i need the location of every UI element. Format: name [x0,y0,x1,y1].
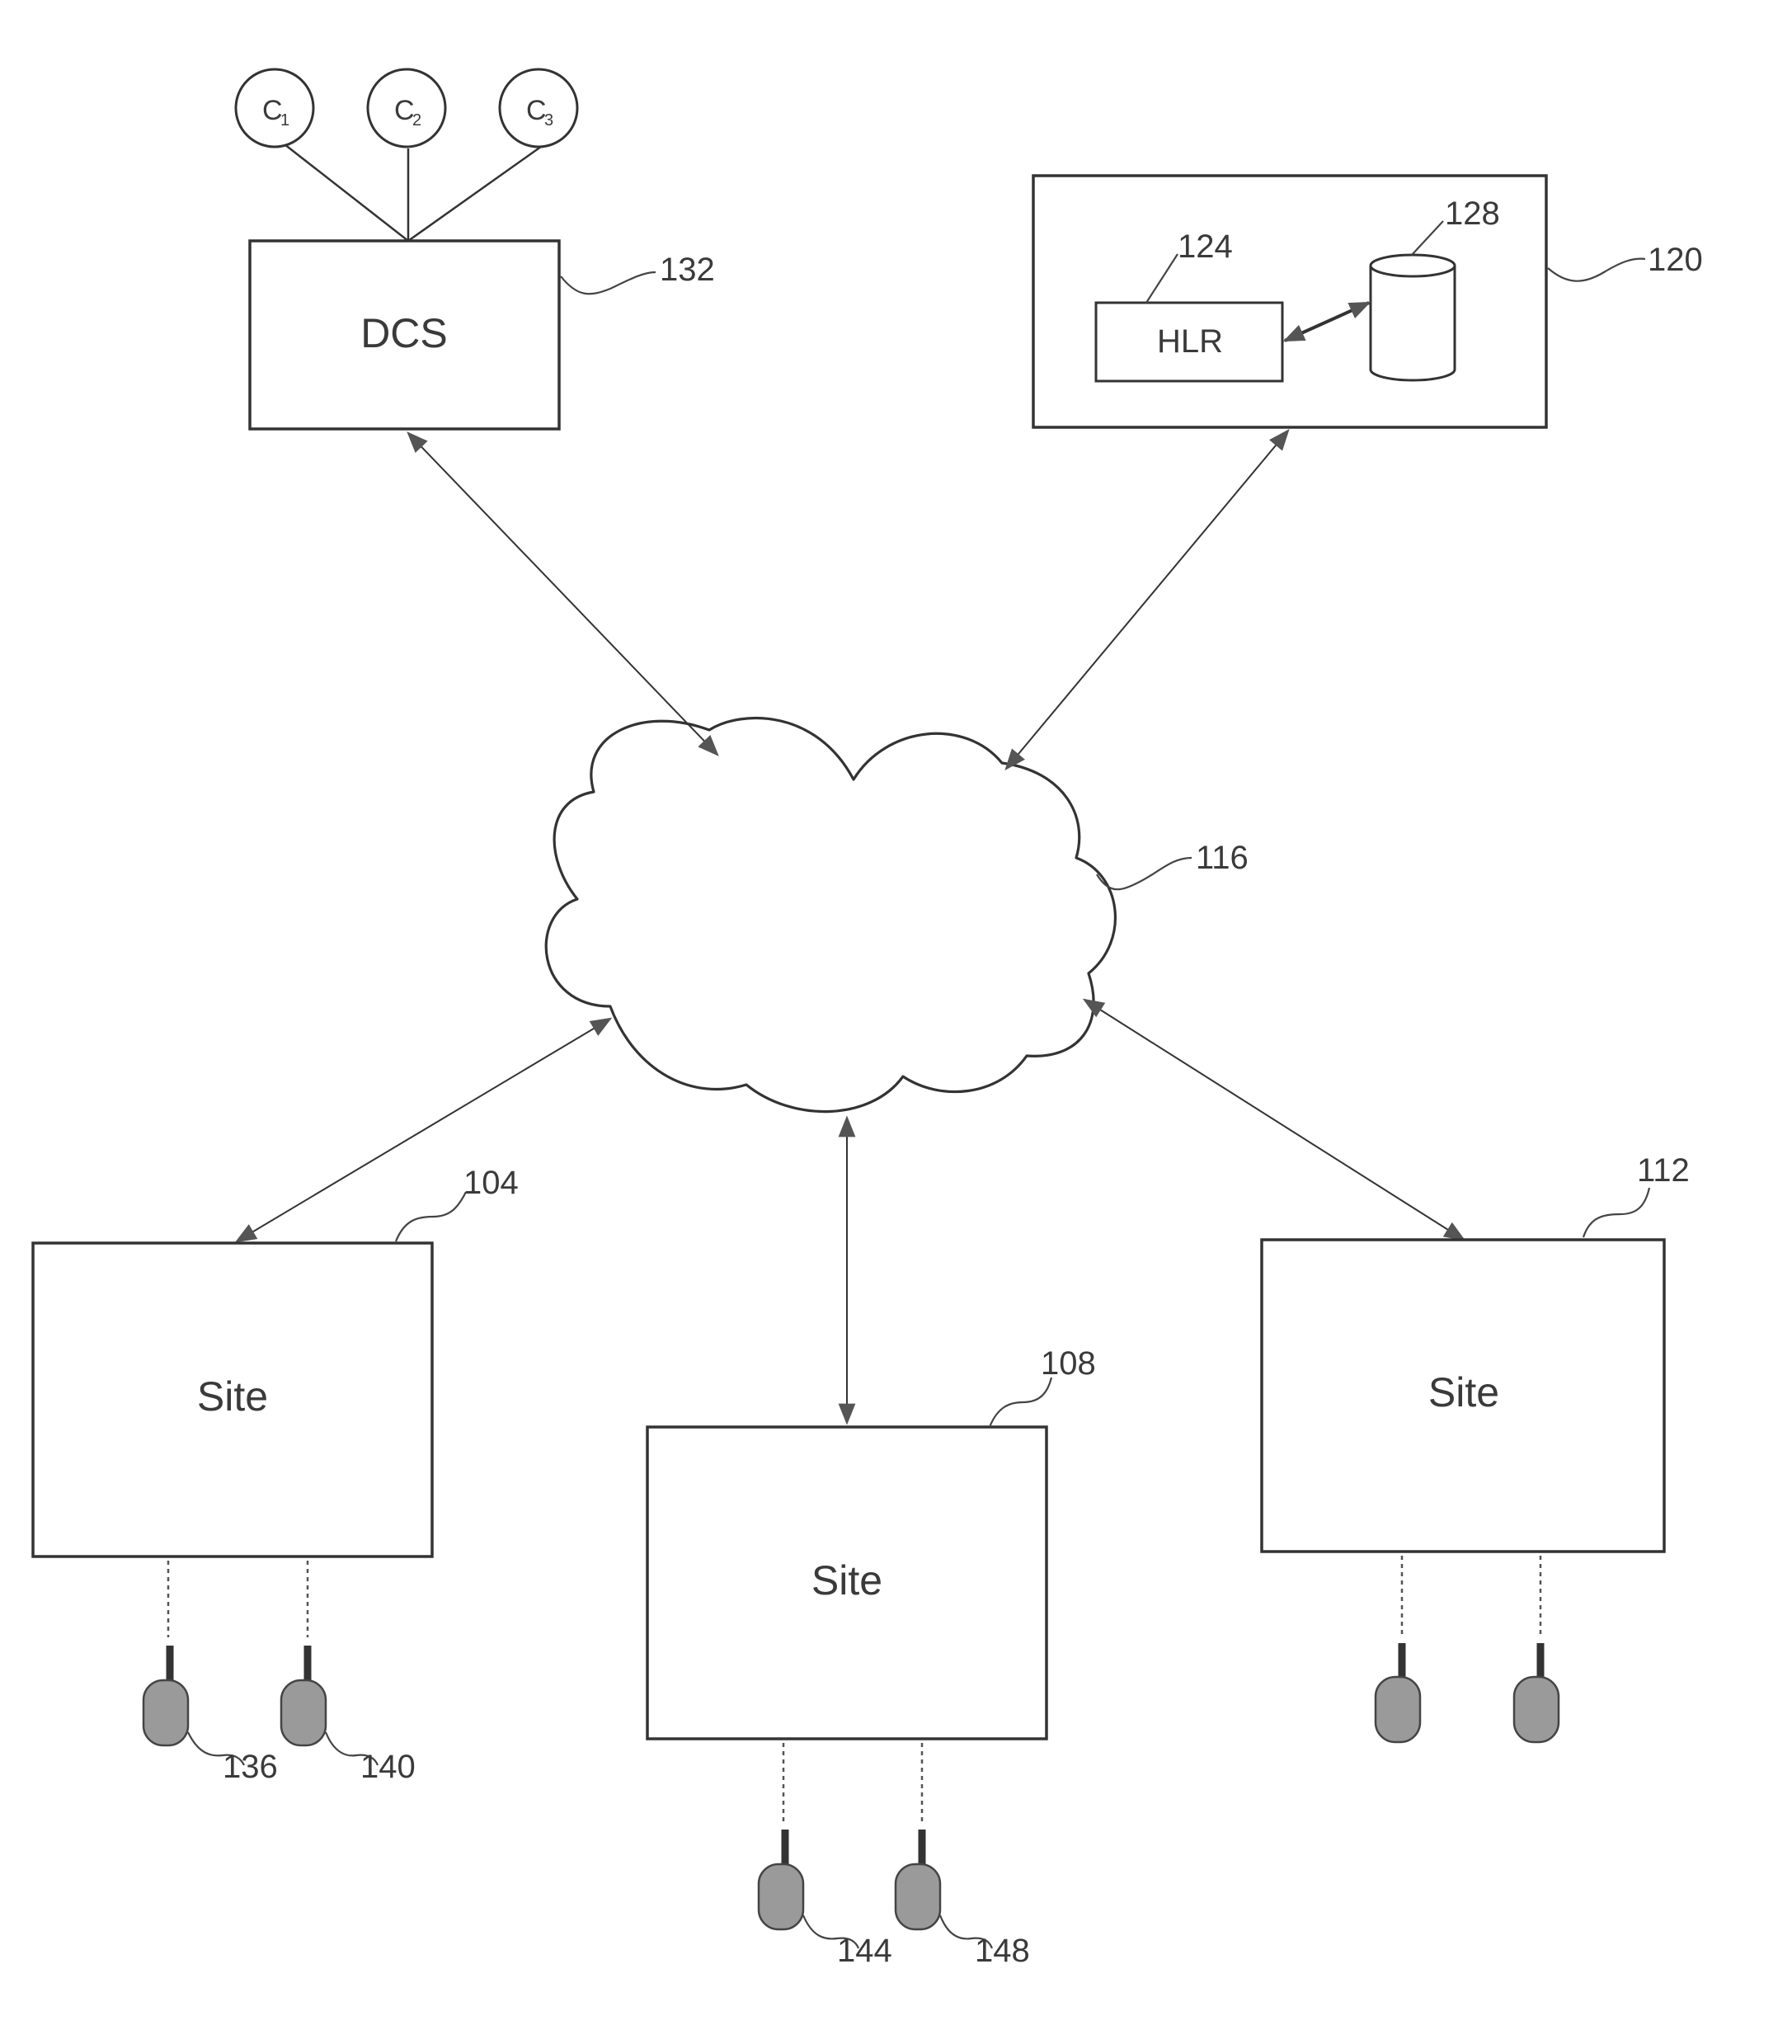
database-icon [1371,255,1455,380]
dcs-ref: 132 [660,252,715,288]
radio-144-icon [759,1830,803,1929]
hlr-box: HLR [1096,303,1282,381]
radio-136-ref: 136 [223,1749,278,1785]
home-system-ref-leader [1548,259,1645,281]
site-112: Site [1262,1240,1664,1552]
site-108-ref-leader [990,1378,1051,1427]
network-ref-leader [1097,858,1192,889]
link-home-network [1006,431,1288,769]
site-104-label: Site [197,1373,268,1420]
site-104: Site [33,1243,432,1557]
radio-144-ref: 144 [837,1933,892,1969]
radio-140-icon [281,1646,326,1745]
radio-148-icon [896,1830,940,1929]
site-108-label: Site [811,1557,882,1604]
db-ref: 128 [1445,195,1500,232]
client-c1-letter: C [262,95,283,126]
client-lines [285,144,544,241]
radio-148-ref: 148 [975,1933,1030,1969]
dcs-label: DCS [360,310,448,356]
dcs-box: DCS [250,241,559,429]
site-112-ref: 112 [1637,1152,1690,1189]
client-c3: C 3 [500,69,577,147]
hlr-label: HLR [1157,323,1223,360]
site-104-ref-leader [396,1192,466,1241]
radio-140-ref: 140 [360,1749,416,1785]
client-c1: C 1 [236,69,313,147]
dcs-ref-leader [561,272,656,294]
client-c3-letter: C [526,95,547,126]
network-cloud [546,718,1115,1112]
link-dcs-network [408,433,717,755]
network-ref: 116 [1196,840,1249,876]
site-112-ref-leader [1583,1188,1649,1237]
link-site104-network [237,1019,610,1241]
radio-136-icon [143,1646,188,1745]
site-108-ref: 108 [1041,1345,1096,1382]
client-c1-sub: 1 [280,111,289,130]
radio-site112-b-icon [1514,1643,1559,1742]
client-c2-sub: 2 [412,111,421,130]
client-c3-sub: 3 [544,111,553,130]
client-c2: C 2 [368,69,445,147]
hlr-ref: 124 [1178,228,1233,265]
site-108: Site [647,1427,1047,1739]
site-112-label: Site [1428,1369,1499,1415]
client-c2-letter: C [394,95,415,126]
link-site112-network [1084,1000,1464,1240]
home-system-ref: 120 [1648,242,1703,278]
site-104-ref: 104 [463,1165,519,1201]
radio-site112-a-icon [1376,1643,1420,1742]
